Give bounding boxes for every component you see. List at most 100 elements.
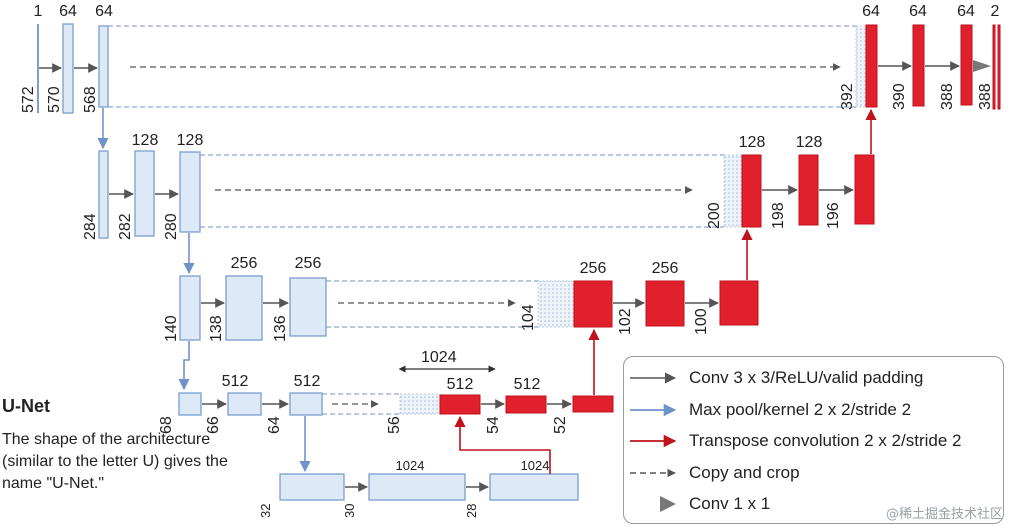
channel-label: 128 [796,134,823,151]
size-label: 100 [693,308,710,335]
channel-label: 1024 [396,458,425,473]
watermark: @稀土掘金技术社区 [885,507,1003,522]
dec-3-map-2 [645,280,685,327]
legend-label: Conv 1 x 1 [689,494,771,513]
size-label: 64 [266,416,283,434]
size-label: 196 [825,202,842,229]
dec-2-map-3 [854,154,875,225]
diagram-description: The shape of the architecture (similar t… [2,431,228,492]
size-label: 570 [46,86,63,113]
upconv-arrows [454,108,877,474]
diagram-title: U-Net [2,396,50,416]
legend-label: Max pool/kernel 2 x 2/stride 2 [689,400,912,419]
size-label: 200 [706,202,723,229]
size-label: 28 [464,504,479,518]
channel-label: 256 [231,255,258,272]
channel-label: 128 [739,134,766,151]
size-label: 102 [617,308,634,335]
size-label: 198 [770,202,787,229]
output-map-2 [997,24,1001,110]
copy-crop-paths [108,25,858,415]
cropped-map-4 [399,393,441,415]
channel-label: 256 [652,260,679,277]
enc-2-map-1 [98,150,109,239]
maxpool-arrows [97,108,311,473]
size-label: 56 [386,416,403,434]
enc-4-map-2 [227,392,262,416]
enc-2-map-3 [179,151,201,233]
size-label: 136 [272,315,289,342]
enc-3-map-1 [179,275,201,341]
dec-2-map-1 [741,154,762,228]
size-label: 54 [485,416,502,434]
dec-4-map-1 [439,394,481,415]
channel-label: 64 [59,3,77,20]
bottom-map-3 [489,473,579,501]
legend-box [623,356,1004,524]
size-label: 52 [552,416,569,434]
channel-labels: 1 64 64 128 128 256 256 512 512 1024 102… [34,3,1000,473]
enc-1-map-3 [98,25,109,108]
size-label: 572 [20,86,37,113]
channel-label: 64 [95,3,113,20]
channel-label: 64 [862,3,880,20]
size-label: 392 [839,83,856,110]
dec-3-map-3 [719,280,759,326]
decoder-feature-maps [439,24,1001,415]
enc-2-map-2 [134,150,155,237]
triangle-icon [660,496,676,512]
dec-3-map-1 [573,280,613,328]
size-label: 284 [82,213,99,240]
legend-label: Conv 3 x 3/ReLU/valid padding [689,368,924,387]
channel-label: 2 [991,3,1000,20]
enc-1-map-2 [62,23,74,114]
dec-4-map-3 [572,395,614,413]
size-label: 66 [205,416,222,434]
size-label: 68 [158,416,175,434]
size-label: 280 [163,213,180,240]
size-label: 282 [117,213,134,240]
cropped-map-3 [537,280,575,328]
copy-crop-arrows [130,63,841,408]
output-map-1 [992,24,996,110]
channel-label: 256 [295,255,322,272]
size-label: 30 [342,504,357,518]
caption-block: U-Net The shape of the architecture (sim… [2,396,232,495]
size-label: 388 [977,83,994,110]
cropped-map-1 [855,25,867,108]
size-labels: 572 570 568 284 282 280 140 138 136 68 6… [20,83,994,518]
channel-label: 512 [447,376,474,393]
span-label: 1024 [421,349,457,366]
dec-1-map-2 [912,24,925,107]
channel-label: 512 [514,376,541,393]
enc-4-map-3 [289,392,323,416]
size-label: 138 [208,315,225,342]
enc-4-map-1 [178,392,202,416]
conv1x1-triangle-icon [973,60,991,72]
dec-1-map-3 [960,24,973,106]
dec-1-map-1 [865,24,878,108]
cropped-feature-maps [399,25,867,415]
channel-label: 512 [294,373,321,390]
size-label: 104 [520,304,537,331]
enc-3-map-3 [289,277,327,337]
channel-label: 256 [580,260,607,277]
channel-label: 1 [34,3,43,20]
dec-2-map-2 [798,154,819,226]
dec-4-map-2 [505,395,547,414]
channel-label: 128 [132,132,159,149]
channel-label: 512 [222,373,249,390]
channel-label: 128 [177,132,204,149]
size-label: 568 [82,86,99,113]
channel-label: 64 [909,3,927,20]
legend-icons [630,372,677,512]
cropped-map-2 [723,154,743,228]
legend-label: Transpose convolution 2 x 2/stride 2 [689,431,962,450]
bottom-map-1 [279,473,345,501]
size-label: 32 [258,504,273,518]
enc-3-map-2 [225,275,263,341]
size-label: 390 [891,83,908,110]
bottom-map-2 [368,473,466,501]
